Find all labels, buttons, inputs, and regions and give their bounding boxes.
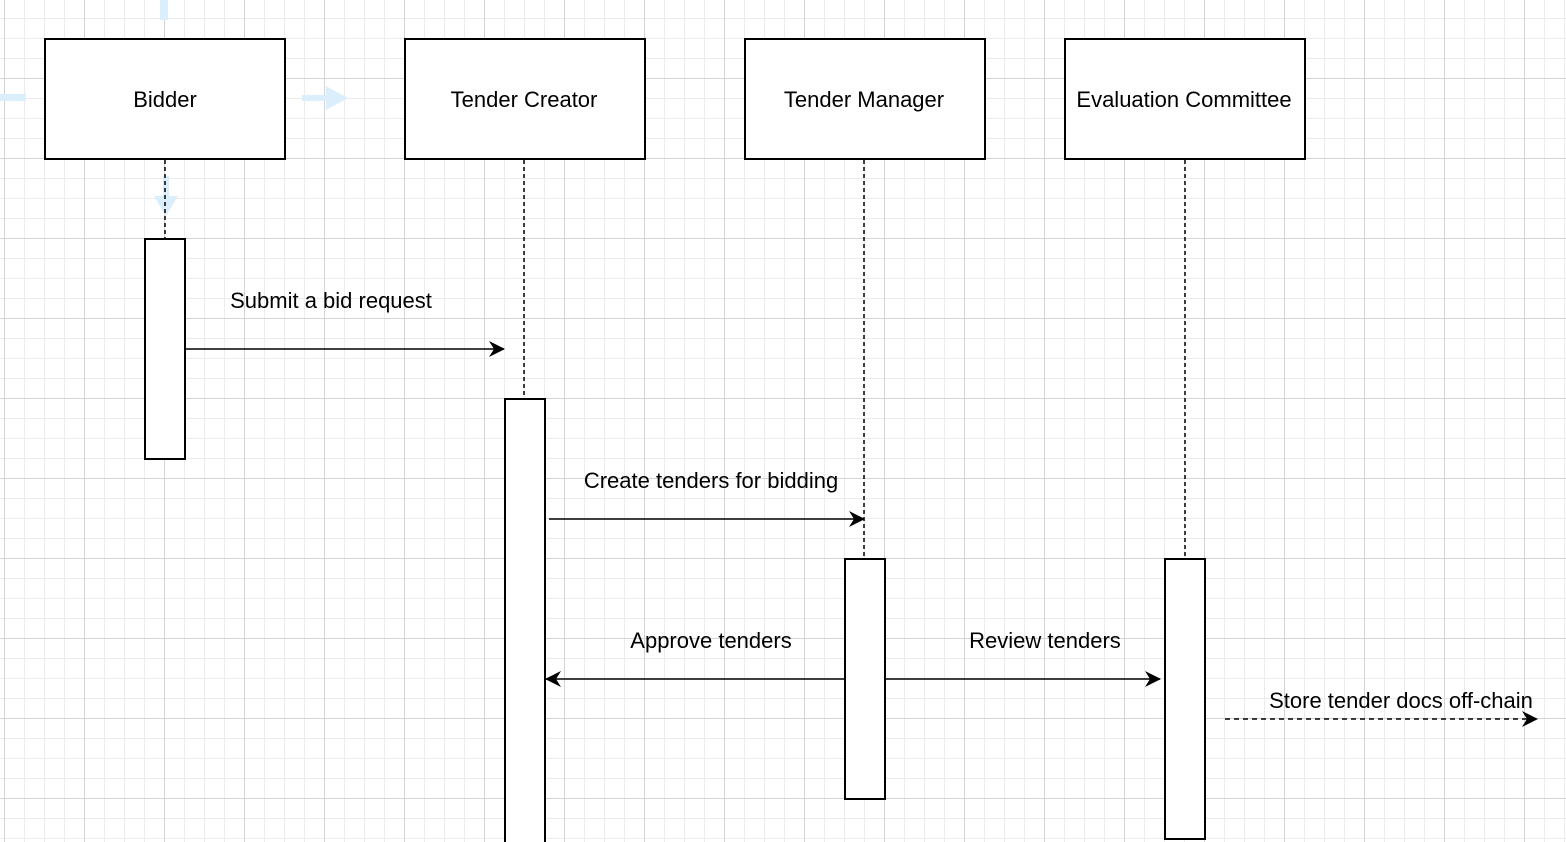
- hover-hints: [0, 0, 348, 216]
- participant-tender-creator[interactable]: Tender Creator: [404, 38, 646, 160]
- participant-tender-manager[interactable]: Tender Manager: [744, 38, 986, 160]
- participant-label: Tender Manager: [784, 87, 944, 112]
- participant-evaluation-committee[interactable]: Evaluation Committee: [1064, 38, 1306, 160]
- activation-bar-bidder[interactable]: [144, 238, 186, 460]
- message-label: Submit a bid request: [230, 288, 432, 313]
- hover-arrow-up-icon: [160, 0, 168, 20]
- message-submit-bid-request[interactable]: Submit a bid request: [186, 288, 505, 357]
- hover-arrow-down-icon: [154, 176, 178, 216]
- message-label: Create tenders for bidding: [584, 468, 838, 493]
- activation-bar-evaluation-committee[interactable]: [1164, 558, 1206, 840]
- message-approve-tenders[interactable]: Approve tenders: [545, 628, 845, 687]
- message-review-tenders[interactable]: Review tenders: [885, 628, 1161, 687]
- hover-arrow-left-icon: [0, 94, 26, 101]
- message-store-tender-docs[interactable]: Store tender docs off-chain: [1225, 688, 1538, 727]
- message-label: Review tenders: [969, 628, 1121, 653]
- participant-label: Evaluation Committee: [1076, 87, 1291, 112]
- activation-bar-tender-manager[interactable]: [844, 558, 886, 800]
- participant-label: Tender Creator: [451, 87, 598, 112]
- message-label: Store tender docs off-chain: [1269, 688, 1533, 713]
- participant-bidder[interactable]: Bidder: [44, 38, 286, 160]
- activation-bar-tender-creator[interactable]: [504, 398, 546, 842]
- hover-arrow-right-icon: [302, 86, 348, 110]
- message-label: Approve tenders: [630, 628, 791, 653]
- message-create-tenders[interactable]: Create tenders for bidding: [549, 468, 865, 527]
- participant-label: Bidder: [133, 87, 197, 112]
